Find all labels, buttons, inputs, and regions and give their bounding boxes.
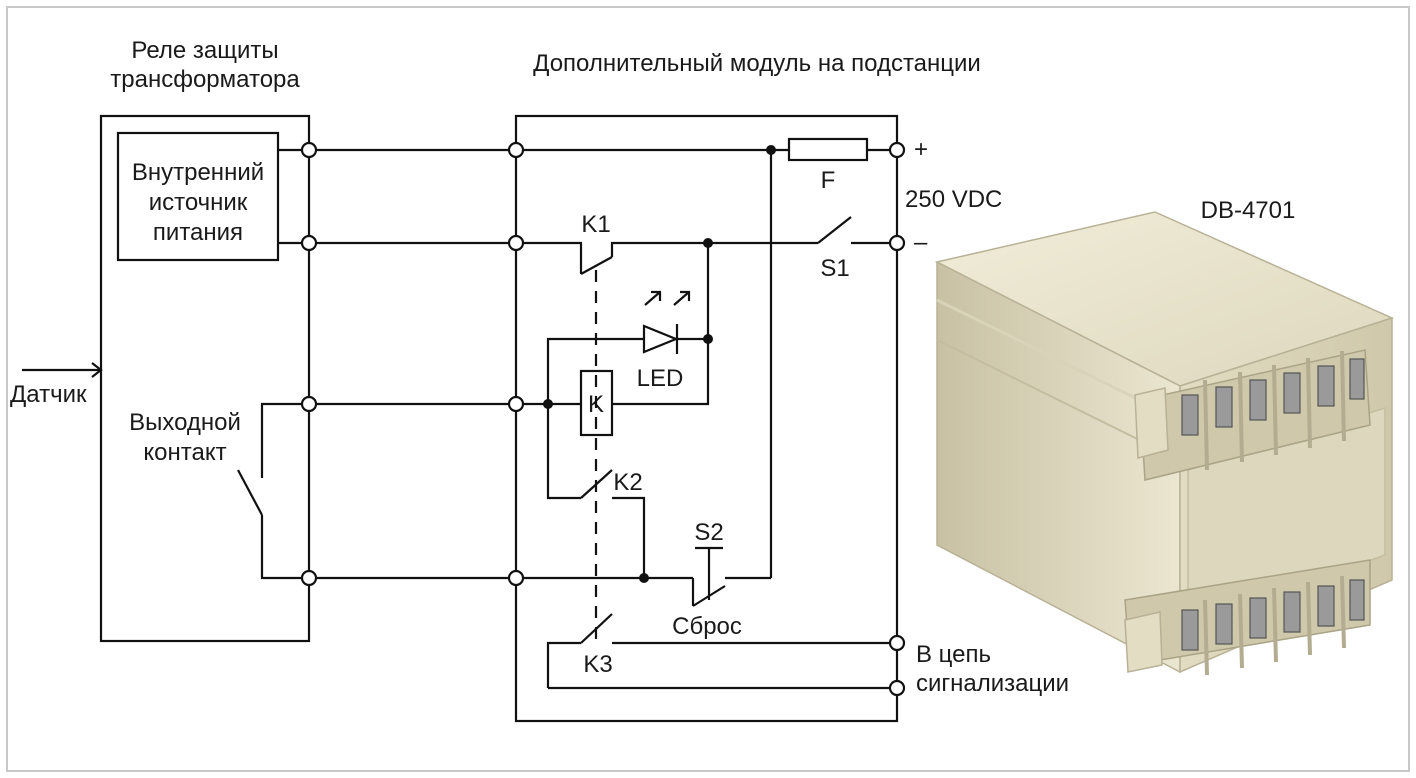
terminal — [888, 679, 906, 697]
module-title: Дополнительный модуль на подстанции — [533, 50, 981, 77]
k2-label: K2 — [613, 469, 642, 496]
led-label: LED — [637, 365, 684, 392]
source-line2: источник — [149, 189, 248, 216]
device-model-label: DB-4701 — [1201, 197, 1296, 224]
k2-right-lead — [612, 496, 646, 578]
led-ray-1 — [644, 291, 661, 306]
terminal — [507, 395, 525, 413]
terminal-fin — [1238, 371, 1244, 463]
reset-label: Сброс — [672, 613, 742, 640]
coil-symbol — [579, 369, 614, 437]
k1-right-lead — [610, 241, 818, 257]
led-ray-2-head — [680, 290, 691, 301]
source-line3: питания — [153, 219, 243, 246]
junction-dot — [543, 399, 553, 409]
k3-label: K3 — [583, 651, 612, 678]
screw-terminal — [1215, 386, 1233, 428]
k3-left-lead — [546, 641, 581, 688]
k2-left-lead — [546, 404, 581, 500]
output-contact-lower — [260, 515, 309, 580]
led-left-lead — [546, 337, 644, 404]
terminal-fin — [1306, 357, 1312, 449]
device-housing-illustration — [934, 211, 1395, 676]
screw-terminal — [1317, 365, 1335, 407]
screw-terminal — [1317, 585, 1335, 627]
terminal-fin — [1238, 593, 1244, 669]
k1-left-lead — [516, 241, 583, 274]
source-line1: Внутренний — [132, 159, 264, 186]
fuse-label: F — [821, 167, 836, 194]
screw-terminal — [1349, 358, 1365, 400]
k1-blade — [580, 256, 613, 275]
screw-terminal — [1349, 579, 1365, 621]
junction-dot — [766, 145, 776, 155]
screw-terminal — [1181, 609, 1199, 651]
voltage-label: 250 VDC — [905, 186, 1002, 213]
terminal — [507, 141, 525, 159]
coil-return — [612, 243, 710, 406]
terminal — [300, 234, 318, 252]
output-contact-blade — [237, 469, 263, 516]
terminal-fin — [1203, 599, 1209, 676]
minus-label: – — [914, 229, 928, 256]
output-line1: Выходной — [129, 409, 241, 436]
junction-dot — [703, 238, 713, 248]
screw-terminal — [1181, 394, 1199, 436]
alarm-line2: сигнализации — [916, 670, 1069, 697]
s1-blade — [817, 216, 852, 244]
terminal-fin — [1306, 581, 1312, 656]
alarm-line1: В цепь — [916, 641, 991, 668]
sensor-arrow-head — [91, 362, 103, 378]
screw-terminal — [1215, 603, 1233, 645]
terminal-fin — [1272, 587, 1278, 663]
mounting-tab — [1124, 611, 1163, 673]
relay-title-line1: Реле защиты — [131, 37, 278, 64]
k1-label: K1 — [581, 211, 610, 238]
led-symbol — [642, 324, 679, 354]
s1-label: S1 — [820, 255, 849, 282]
module-box — [514, 114, 899, 723]
terminal-fin — [1340, 350, 1346, 442]
output-line2: контакт — [143, 439, 226, 466]
screw-terminal — [1283, 591, 1301, 633]
terminal — [300, 569, 318, 587]
terminal — [300, 141, 318, 159]
terminal — [507, 234, 525, 252]
terminal-fin — [1203, 379, 1209, 471]
relay-title-line2: трансформатора — [110, 66, 300, 93]
output-contact-upper — [260, 402, 309, 478]
junction-dot — [703, 334, 713, 344]
relay-box — [99, 114, 311, 643]
terminal — [888, 141, 906, 159]
junction-dot — [639, 573, 649, 583]
led-ray-2 — [673, 291, 690, 306]
screw-terminal — [1283, 372, 1301, 414]
led-ray-1-head — [651, 290, 662, 301]
power-source-box — [116, 131, 280, 262]
terminal — [300, 395, 318, 413]
terminal — [888, 234, 906, 252]
terminal — [507, 569, 525, 587]
terminal-fin — [1340, 575, 1346, 649]
plus-label: + — [914, 136, 928, 163]
terminal-fin — [1272, 364, 1278, 456]
s2-label: S2 — [694, 519, 723, 546]
screw-terminal — [1249, 379, 1267, 421]
screw-terminal — [1249, 597, 1267, 639]
sensor-label: Датчик — [10, 381, 87, 408]
terminal — [888, 634, 906, 652]
mounting-tab — [1134, 387, 1169, 459]
